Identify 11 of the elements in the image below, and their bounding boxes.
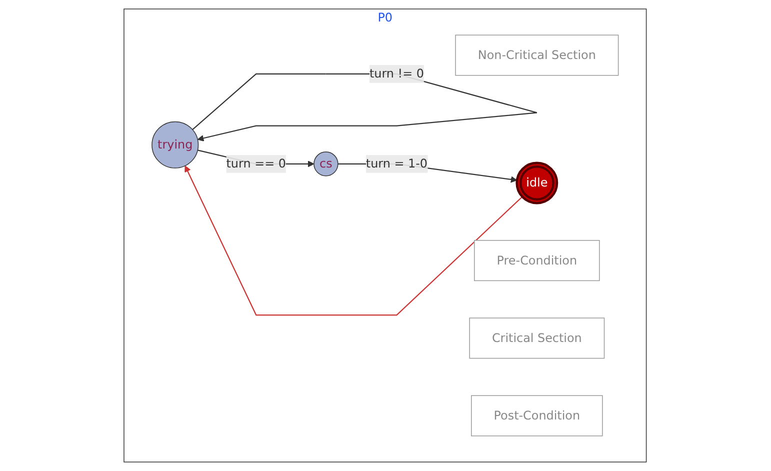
edge-label: turn == 0: [226, 156, 286, 171]
node-box: Pre-Condition: [474, 240, 600, 282]
node-box: Critical Section: [470, 318, 605, 359]
node-circle: trying: [152, 121, 199, 168]
node-box: Post-Condition: [471, 395, 604, 436]
arrow: [185, 165, 524, 316]
node-circle: cs: [314, 152, 339, 176]
edge-label: turn = 1-0: [366, 156, 428, 171]
node-circle: idle: [516, 162, 558, 204]
edge-label: turn != 0: [370, 66, 424, 81]
node-box: Non-Critical Section: [456, 34, 620, 76]
